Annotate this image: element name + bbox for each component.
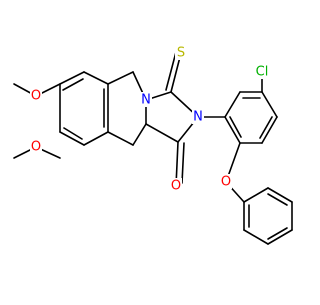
bond-10 <box>62 78 84 91</box>
chemical-structure-diagram: O O N N S O Cl <box>13 45 293 245</box>
methoxy-oxygen-bottom: O <box>30 139 42 155</box>
ether-oxygen-label: O <box>221 175 231 190</box>
bond-46 <box>267 227 288 240</box>
methoxy-oxygen-bottom-label: O <box>31 140 41 155</box>
molecule-canvas: O O N N S O Cl <box>13 45 293 245</box>
ether-oxygen: O <box>220 174 232 190</box>
bond-layer <box>13 51 293 245</box>
aryl-nitrogen-label: N <box>193 110 203 125</box>
bond-35 <box>229 116 242 138</box>
bond-32 <box>224 116 241 144</box>
bond-44 <box>243 187 269 203</box>
methoxy-oxygen-top-label: O <box>31 89 41 104</box>
bond-8 <box>59 131 85 146</box>
bond-15 <box>107 131 134 146</box>
aryl-nitrogen: N <box>192 109 204 125</box>
carbonyl-oxygen-label: O <box>171 179 181 194</box>
bond-27 <box>224 91 241 118</box>
chlorine-label: Cl <box>256 65 269 80</box>
bond-34 <box>259 116 273 139</box>
ring-nitrogen: N <box>140 92 152 108</box>
bond-13 <box>107 71 134 85</box>
bond-5 <box>83 71 109 85</box>
ring-nitrogen-label: N <box>141 93 151 108</box>
bond-16 <box>132 123 147 146</box>
bond-43 <box>267 187 293 203</box>
bond-40 <box>243 229 269 245</box>
carbonyl-oxygen: O <box>170 178 182 194</box>
chlorine: Cl <box>253 64 271 80</box>
thioxo-sulfur: S <box>175 45 187 61</box>
bond-4 <box>59 71 85 85</box>
bond-29 <box>261 91 278 118</box>
bond-7 <box>83 131 109 146</box>
bond-12 <box>63 127 83 140</box>
bond-47 <box>267 193 288 206</box>
methoxy-oxygen-top: O <box>30 88 42 104</box>
bond-30 <box>261 116 278 144</box>
bond-21 <box>145 123 179 143</box>
atom-label-layer: O O N N S O Cl <box>30 45 271 194</box>
bond-41 <box>267 229 293 245</box>
bond-23 <box>165 51 177 91</box>
thioxo-sulfur-label: S <box>177 46 185 61</box>
bond-25 <box>181 142 185 184</box>
